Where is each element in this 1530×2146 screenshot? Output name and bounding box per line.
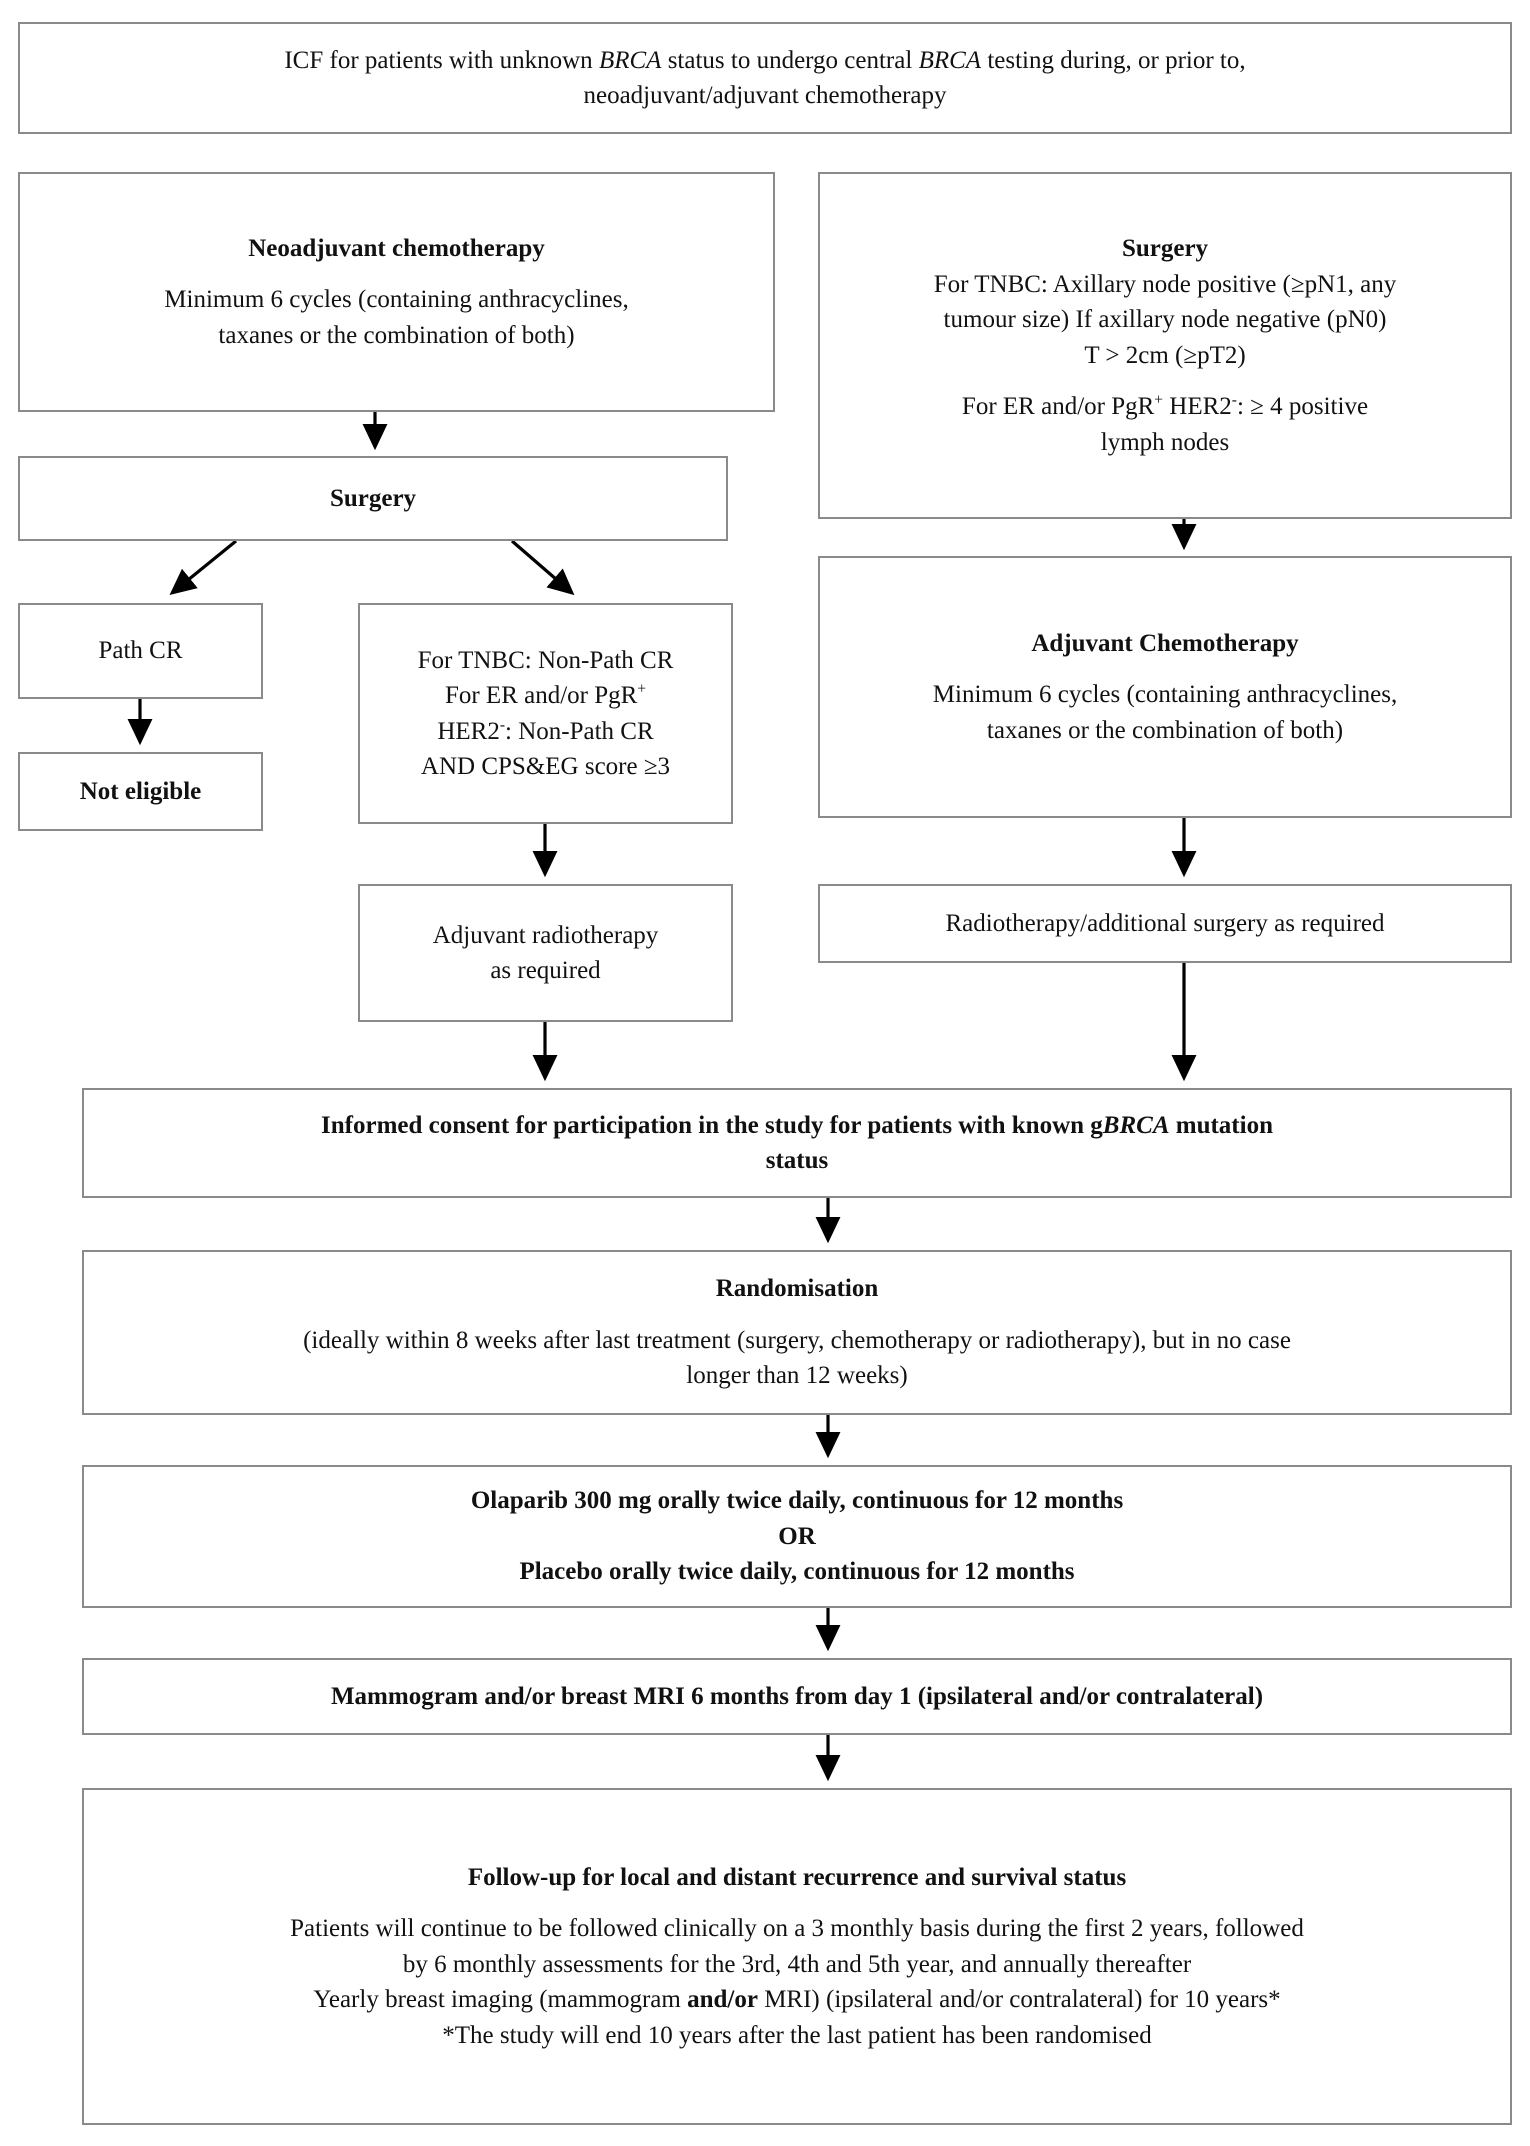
surgery-left-box[interactable]: Surgery <box>18 456 728 541</box>
neoadjuvant-chemotherapy-box[interactable]: Neoadjuvant chemotherapy Minimum 6 cycle… <box>18 172 775 412</box>
non-path-cr-line-2: For ER and/or PgR+ <box>444 680 647 709</box>
treatment-arm-olaparib: Olaparib 300 mg orally twice daily, cont… <box>470 1487 1124 1515</box>
non-path-cr-box[interactable]: For TNBC: Non-Path CR For ER and/or PgR+… <box>358 603 733 824</box>
adjuvant-chemotherapy-line-1: Minimum 6 cycles (containing anthracycli… <box>932 681 1398 709</box>
surgery-right-line-4: For ER and/or PgR+ HER2-: ≥ 4 positive <box>961 391 1369 420</box>
imaging-label: Mammogram and/or breast MRI 6 months fro… <box>330 1682 1264 1710</box>
path-cr-box[interactable]: Path CR <box>18 603 263 699</box>
treatment-arms-box[interactable]: Olaparib 300 mg orally twice daily, cont… <box>82 1465 1512 1608</box>
not-eligible-label: Not eligible <box>79 777 202 805</box>
radiotherapy-additional-surgery-label: Radiotherapy/additional surgery as requi… <box>945 909 1385 937</box>
follow-up-line-4: *The study will end 10 years after the l… <box>442 2021 1152 2049</box>
surgery-right-box[interactable]: Surgery For TNBC: Axillary node positive… <box>818 172 1512 519</box>
follow-up-line-1: Patients will continue to be followed cl… <box>290 1915 1304 1943</box>
informed-consent-line-1: Informed consent for participation in th… <box>321 1111 1273 1139</box>
follow-up-line-3: Yearly breast imaging (mammogram and/or … <box>313 1986 1281 2014</box>
arrow-surgery-to-non-path-cr <box>510 539 575 596</box>
icf-box[interactable]: ICF for patients with unknown BRCA statu… <box>18 22 1512 134</box>
non-path-cr-line-4: AND CPS&EG score ≥3 <box>420 753 671 780</box>
informed-consent-line-2: status <box>765 1147 829 1174</box>
adjuvant-chemotherapy-box[interactable]: Adjuvant Chemotherapy Minimum 6 cycles (… <box>818 556 1512 818</box>
randomisation-box[interactable]: Randomisation (ideally within 8 weeks af… <box>82 1250 1512 1415</box>
surgery-right-line-5: lymph nodes <box>1100 428 1230 456</box>
adjuvant-radiotherapy-line-1: Adjuvant radiotherapy <box>432 921 659 949</box>
treatment-arm-or: OR <box>778 1522 816 1550</box>
treatment-arm-placebo: Placebo orally twice daily, continuous f… <box>519 1558 1075 1586</box>
surgery-left-heading: Surgery <box>329 484 417 512</box>
follow-up-box[interactable]: Follow-up for local and distant recurren… <box>82 1788 1512 2125</box>
icf-line-1: ICF for patients with unknown BRCA statu… <box>284 46 1246 74</box>
arrow-surgery-to-path-cr <box>169 539 238 596</box>
randomisation-line-1: (ideally within 8 weeks after last treat… <box>303 1326 1291 1354</box>
neoadjuvant-chemotherapy-line-2: taxanes or the combination of both) <box>218 321 575 349</box>
adjuvant-radiotherapy-line-2: as required <box>490 957 601 984</box>
informed-consent-box[interactable]: Informed consent for participation in th… <box>82 1088 1512 1198</box>
surgery-right-line-2: tumour size) If axillary node negative (… <box>943 306 1387 333</box>
radiotherapy-additional-surgery-box[interactable]: Radiotherapy/additional surgery as requi… <box>818 884 1512 963</box>
randomisation-heading: Randomisation <box>715 1275 879 1303</box>
neoadjuvant-chemotherapy-heading: Neoadjuvant chemotherapy <box>248 234 545 262</box>
neoadjuvant-chemotherapy-line-1: Minimum 6 cycles (containing anthracycli… <box>164 286 629 314</box>
follow-up-line-2: by 6 monthly assessments for the 3rd, 4t… <box>402 1950 1192 1978</box>
surgery-right-line-1: For TNBC: Axillary node positive (≥pN1, … <box>933 270 1397 298</box>
adjuvant-chemotherapy-line-2: taxanes or the combination of both) <box>986 716 1344 744</box>
adjuvant-radiotherapy-box[interactable]: Adjuvant radiotherapy as required <box>358 884 733 1022</box>
icf-line-2: neoadjuvant/adjuvant chemotherapy <box>583 82 947 109</box>
non-path-cr-line-3: HER2-: Non-Path CR <box>437 716 654 745</box>
path-cr-label: Path CR <box>98 637 183 665</box>
surgery-right-line-3: T > 2cm (≥pT2) <box>1084 341 1246 369</box>
randomisation-line-2: longer than 12 weeks) <box>686 1362 908 1390</box>
not-eligible-box[interactable]: Not eligible <box>18 752 263 831</box>
imaging-box[interactable]: Mammogram and/or breast MRI 6 months fro… <box>82 1658 1512 1735</box>
surgery-right-heading: Surgery <box>1121 235 1209 262</box>
non-path-cr-line-1: For TNBC: Non-Path CR <box>417 646 674 674</box>
follow-up-heading: Follow-up for local and distant recurren… <box>467 1863 1127 1891</box>
adjuvant-chemotherapy-heading: Adjuvant Chemotherapy <box>1031 629 1299 657</box>
